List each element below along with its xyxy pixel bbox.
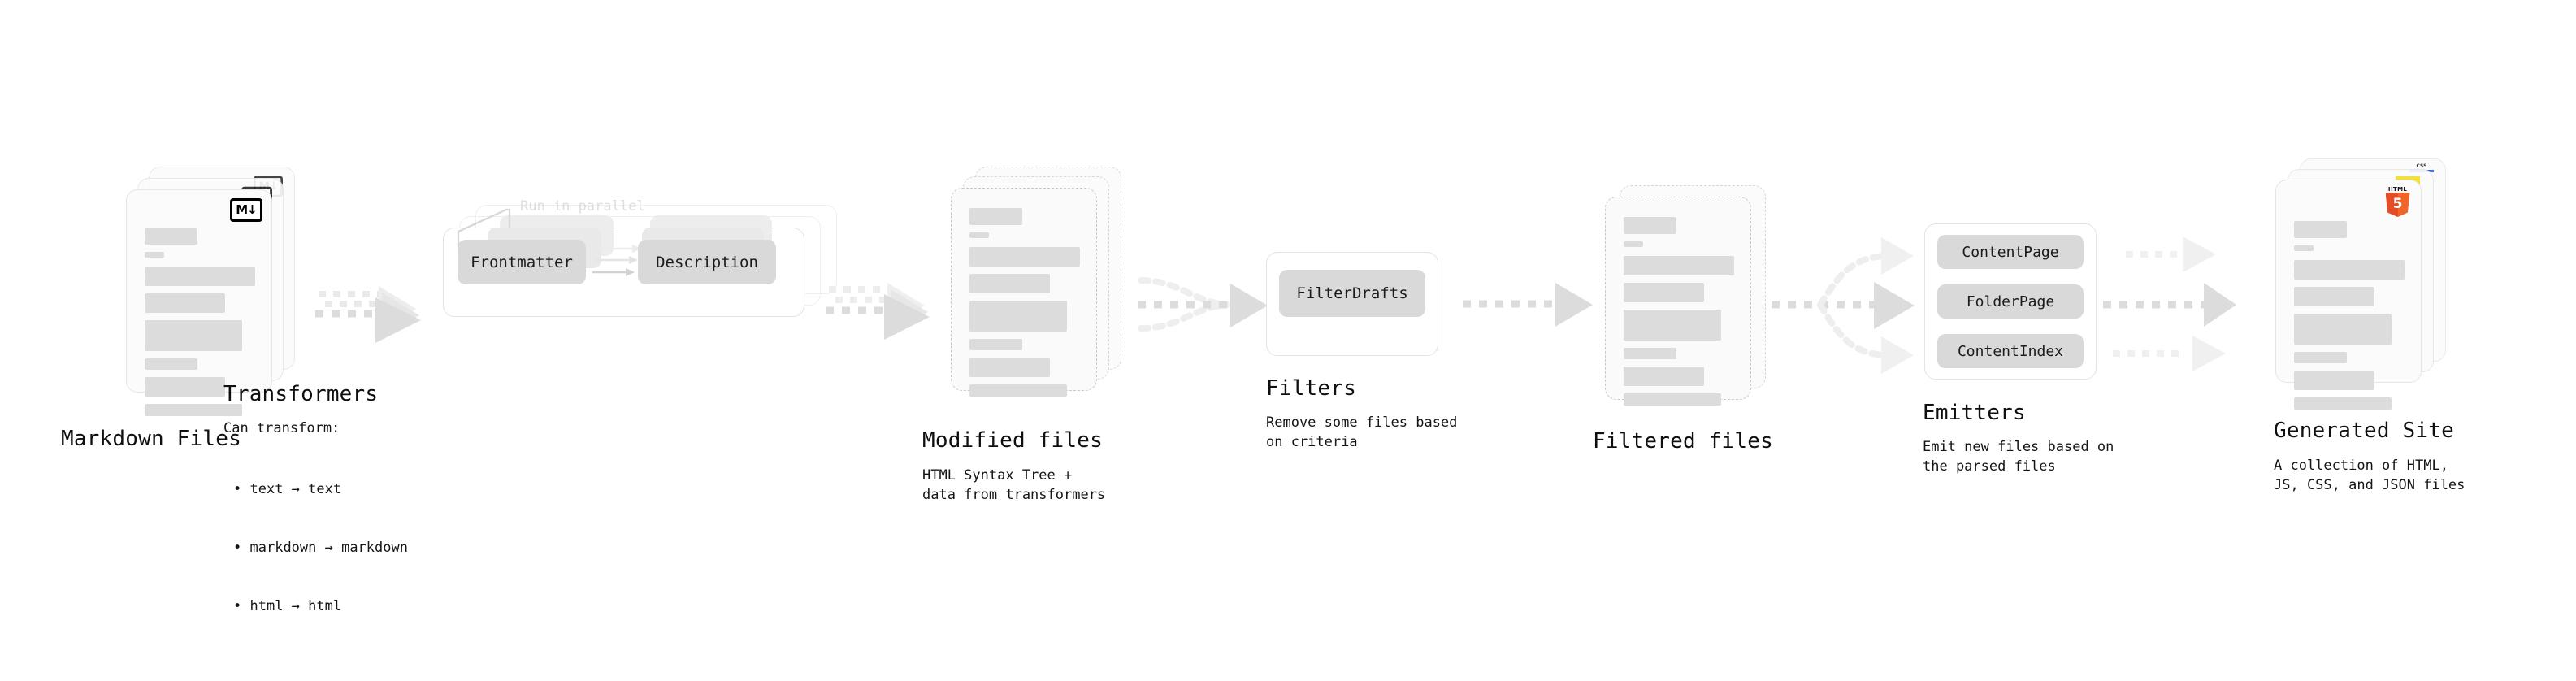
transformer-frontmatter-pill[interactable]: Frontmatter [458,240,586,284]
transformer-inner-arrows [592,245,641,276]
stage-generated-site: CSS HTML 5 [2274,158,2465,493]
stage-subtitle: Emit new files based on the parsed files [1923,439,2114,475]
stage-title: Filtered files [1593,429,1773,453]
file-content-lines [2294,221,2405,417]
modified-file-stack [951,167,1138,410]
stage-subtitle: Remove some files based on criteria [1266,414,1458,450]
stage-subtitle: HTML Syntax Tree + data from transformer… [922,467,1106,503]
emitter-node-label: FolderPage [1966,293,2055,310]
file-content-lines [969,208,1080,404]
list-item: • markdown → markdown [233,538,408,557]
filtered-file-stack [1605,185,1792,429]
emitter-contentindex-pill[interactable]: ContentIndex [1937,334,2084,368]
emitter-folderpage-pill[interactable]: FolderPage [1937,284,2084,319]
run-in-parallel-label: Run in parallel [520,198,645,215]
run-in-parallel-bracket [457,208,511,254]
emitter-contentpage-pill[interactable]: ContentPage [1937,235,2084,269]
stage-subtitle: Can transform: [223,420,340,436]
html5-icon-label: HTML [2387,186,2408,193]
markdown-file-stack: M↓ M↓ M↓ [126,167,313,416]
list-item-label: markdown → markdown [249,540,408,556]
stage-subtitle: A collection of HTML, JS, CSS, and JSON … [2274,458,2465,493]
file-content-lines [1624,217,1734,413]
emitter-node-label: ContentIndex [1957,342,2064,360]
bullet-marker: • [233,481,242,497]
file-card-front [1605,197,1751,406]
css-icon-label: CSS [2416,163,2427,169]
html5-icon-number: 5 [2392,196,2403,212]
stage-title: Modified files [922,428,1103,453]
transformer-node-label: Description [656,253,758,271]
filter-filterdrafts-pill[interactable]: FilterDrafts [1279,270,1425,317]
file-card-front-html: HTML 5 [2275,180,2422,410]
stage-modified-files: Modified files HTML Syntax Tree + data f… [922,167,1138,503]
list-item-label: text → text [249,481,342,497]
list-item: • html → html [233,596,408,616]
bullet-marker: • [233,540,242,556]
list-item: • text → text [233,479,408,499]
generated-file-stack: CSS HTML 5 [2275,158,2462,410]
transformer-node-label: Frontmatter [471,253,573,271]
file-content-lines [145,228,255,423]
stage-filtered-files: Filtered files [1593,185,1792,453]
bullet-marker: • [233,598,242,614]
stage-title: Transformers [223,382,379,406]
stage-title: Markdown Files [61,427,241,451]
markdown-icon: M↓ [230,198,262,222]
html5-icon: HTML 5 [2384,186,2411,217]
transformer-description-pill[interactable]: Description [638,240,776,284]
stage-title: Emitters [1923,401,2026,425]
stage-markdown-files: M↓ M↓ M↓ Markdown Files [61,167,313,451]
emitter-node-label: ContentPage [1962,243,2059,261]
transformer-bullet-list: • text → text • markdown → markdown • ht… [233,440,408,655]
stage-title: Generated Site [2274,419,2454,443]
stage-title: Filters [1266,376,1356,401]
file-card-front [951,188,1097,397]
list-item-label: html → html [249,598,342,614]
filter-node-label: FilterDrafts [1296,284,1408,302]
file-card-front: M↓ [126,189,272,416]
